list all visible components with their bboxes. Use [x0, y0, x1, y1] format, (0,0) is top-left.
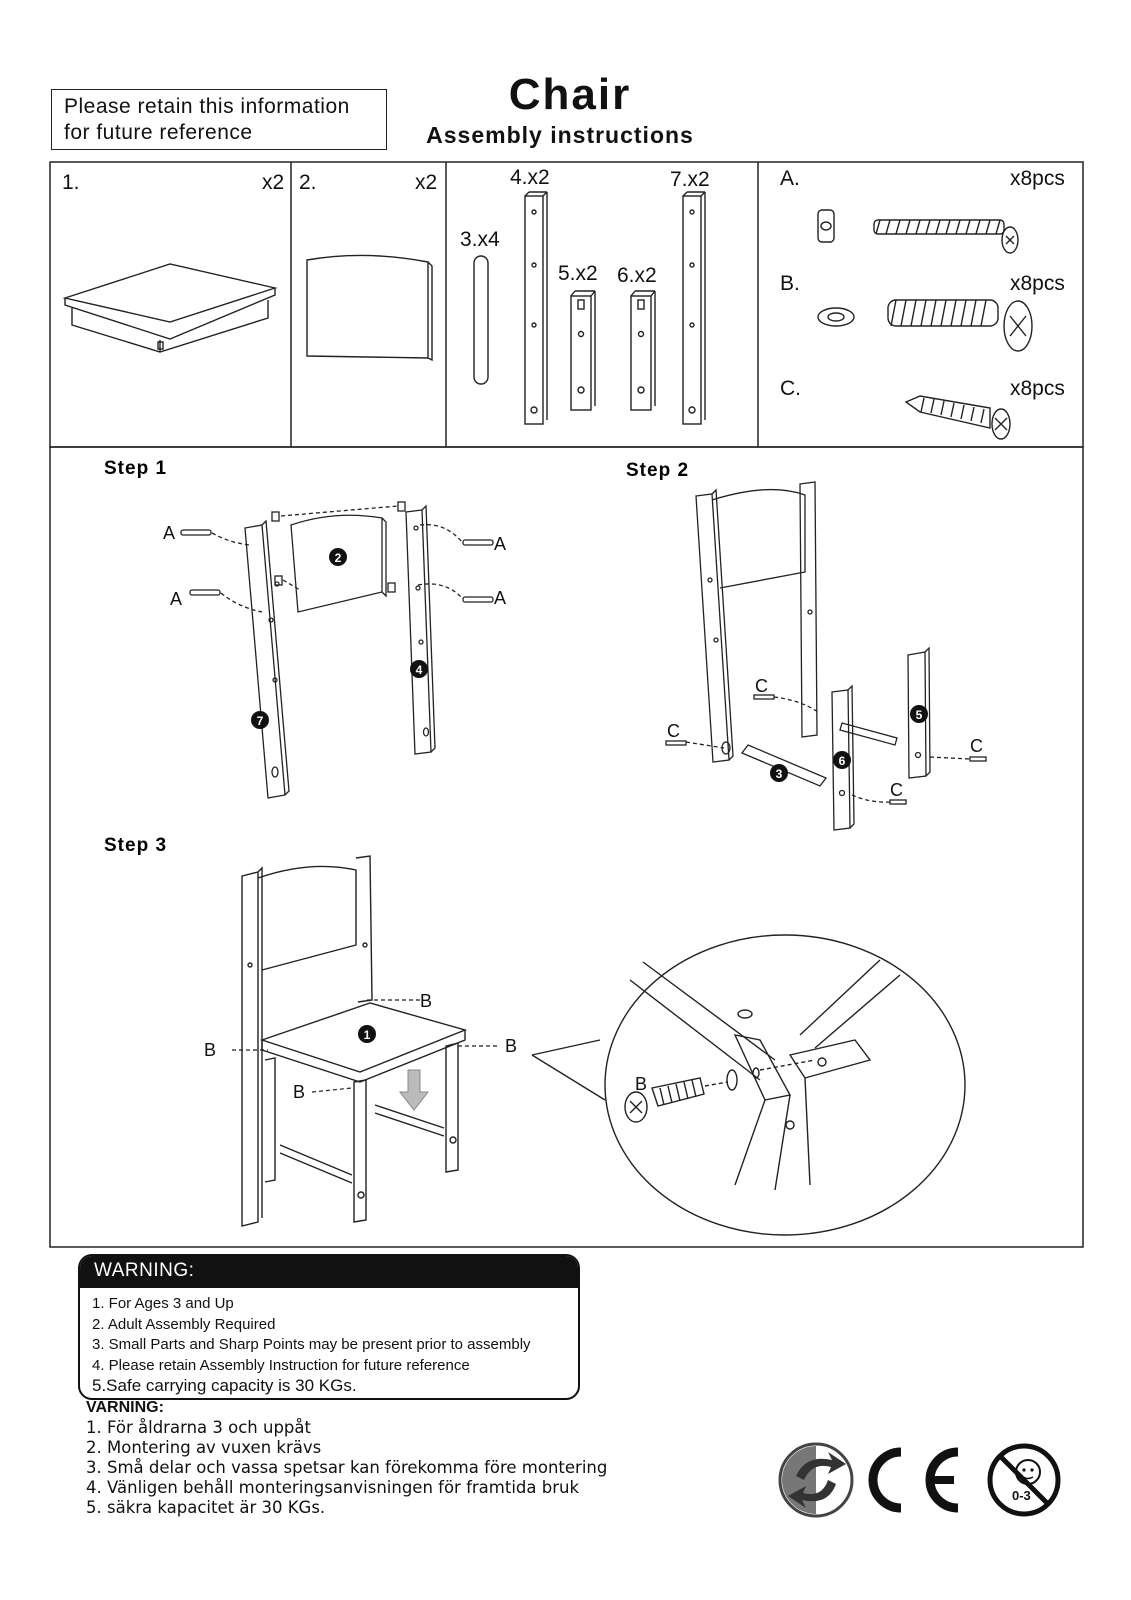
- varning-item: 4. Vänligen behåll monteringsanvisningen…: [86, 1478, 580, 1497]
- step-2-drawing: [665, 481, 987, 831]
- varning-list: 1. För åldrarna 3 och uppåt 2. Montering…: [86, 1418, 607, 1518]
- part-2-qty: x2: [415, 171, 437, 194]
- step-1-number-badges: 2 4 7: [251, 548, 428, 729]
- step-2-label-c-4: C: [890, 780, 903, 800]
- retain-notice: Please retain this information for futur…: [64, 95, 350, 144]
- age-restriction-icon: 0-3: [987, 1443, 1061, 1517]
- age-restriction-label: 0-3: [1012, 1488, 1031, 1503]
- step-3-label-b-1: B: [420, 991, 432, 1011]
- badge-1: 1: [364, 1028, 371, 1042]
- step-3-label-b-3: B: [505, 1036, 517, 1056]
- step-2-title: Step 2: [626, 460, 689, 481]
- step-3-number-badges: 1: [358, 1025, 376, 1043]
- part-4-label: 4.x2: [510, 166, 550, 189]
- warning-item: 3. Small Parts and Sharp Points may be p…: [92, 1336, 531, 1353]
- badge-3: 3: [776, 767, 783, 781]
- hardware-a-label: A.: [780, 167, 800, 190]
- part-5-label: 5.x2: [558, 262, 598, 285]
- step-3-label-b-4: B: [293, 1082, 305, 1102]
- down-arrow-icon: [398, 1069, 430, 1111]
- page-subtitle: Assembly instructions: [426, 122, 694, 148]
- varning-item: 1. För åldrarna 3 och uppåt: [86, 1418, 311, 1437]
- step-1-label-a-4: A: [494, 588, 506, 608]
- hardware-b-label: B.: [780, 272, 800, 295]
- badge-2: 2: [335, 551, 342, 565]
- compliance-icons: 0-3: [778, 1442, 1061, 1518]
- warning-heading: WARNING:: [80, 1256, 578, 1288]
- front-leg-part-6: [630, 290, 656, 411]
- front-leg-part-5: [570, 290, 596, 411]
- varning-section: VARNING: 1. För åldrarna 3 och uppåt 2. …: [86, 1398, 607, 1518]
- step-2-number-badges: 5 6 3: [770, 705, 928, 782]
- part-3-label: 3.x4: [460, 228, 500, 251]
- badge-4: 4: [416, 663, 423, 677]
- part-6-label: 6.x2: [617, 264, 657, 287]
- warning-box: WARNING: 1. For Ages 3 and Up 2. Adult A…: [78, 1254, 580, 1400]
- step-1-label-a-1: A: [163, 523, 175, 543]
- hardware-b-drawing: [817, 299, 1033, 352]
- badge-6: 6: [839, 754, 846, 768]
- varning-heading: VARNING:: [86, 1399, 164, 1416]
- part-7-label: 7.x2: [670, 168, 710, 191]
- retain-notice-box: Please retain this information for futur…: [51, 89, 387, 150]
- dowel-part: [473, 255, 489, 385]
- rear-leg-part-4: [524, 191, 548, 425]
- badge-7: 7: [257, 714, 264, 728]
- parts-table-frame: [49, 161, 1084, 448]
- step-3-chair-drawing: [241, 855, 468, 1227]
- step-2-label-c-1: C: [755, 676, 768, 696]
- varning-item: 2. Montering av vuxen krävs: [86, 1438, 322, 1457]
- backrest-part: [306, 254, 433, 362]
- hardware-c-drawing: [904, 395, 1011, 440]
- warning-list: 1. For Ages 3 and Up 2. Adult Assembly R…: [80, 1294, 578, 1397]
- hardware-c-qty: x8pcs: [1010, 377, 1065, 400]
- step-2-label-c-2: C: [667, 721, 680, 741]
- badge-5: 5: [916, 708, 923, 722]
- part-2-label: 2.: [299, 171, 317, 194]
- step-1-drawing: [180, 501, 494, 799]
- warning-item: 2. Adult Assembly Required: [92, 1315, 276, 1333]
- step-3-title: Step 3: [104, 835, 167, 856]
- warning-item: 4. Please retain Assembly Instruction fo…: [92, 1356, 470, 1374]
- step-1-title: Step 1: [104, 458, 167, 479]
- varning-item: 5. säkra kapacitet är 30 KGs.: [86, 1498, 326, 1517]
- part-1-qty: x2: [262, 171, 284, 194]
- detail-magnifier: [531, 934, 966, 1236]
- step-1-label-a-2: A: [170, 589, 182, 609]
- part-1-label: 1.: [62, 171, 80, 194]
- hardware-c-label: C.: [780, 377, 801, 400]
- page-title: Chair: [508, 70, 632, 119]
- hardware-a-qty: x8pcs: [1010, 167, 1065, 190]
- varning-item: 3. Små delar och vassa spetsar kan förek…: [86, 1458, 608, 1477]
- ce-mark-icon: [868, 1447, 959, 1513]
- steps-frame: [49, 446, 1084, 1248]
- step-3-label-b-2: B: [204, 1040, 216, 1060]
- hardware-b-qty: x8pcs: [1010, 272, 1065, 295]
- step-1-label-a-3: A: [494, 534, 506, 554]
- seat-part: [62, 263, 278, 353]
- detail-label-b: B: [635, 1074, 647, 1094]
- warning-item: 1. For Ages 3 and Up: [92, 1295, 234, 1312]
- rear-leg-part-7: [682, 191, 706, 425]
- warning-item: 5.Safe carrying capacity is 30 KGs.: [92, 1376, 357, 1395]
- step-2-label-c-3: C: [970, 736, 983, 756]
- hardware-a-drawing: [817, 209, 1019, 254]
- recycle-green-dot-icon: [778, 1442, 854, 1518]
